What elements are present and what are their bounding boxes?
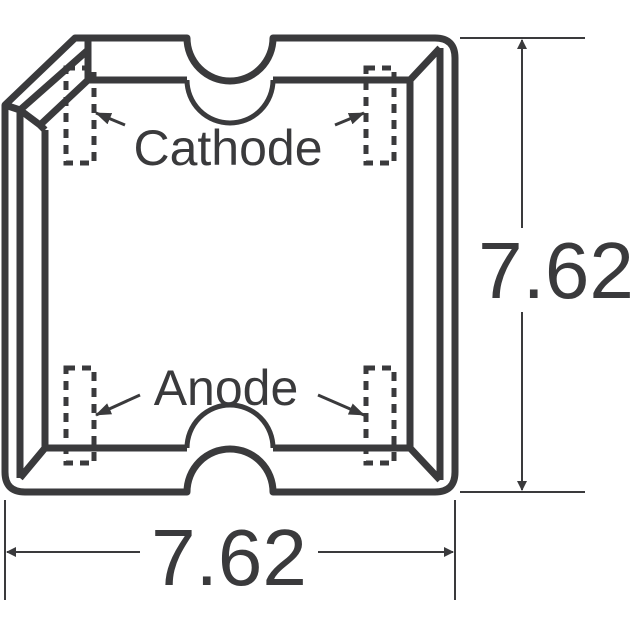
width-dimension bbox=[4, 500, 456, 600]
height-dimension-label: 7.62 bbox=[478, 226, 634, 315]
width-dimension-label: 7.62 bbox=[151, 513, 307, 602]
terminal-pads bbox=[63, 65, 397, 466]
anode-pad-left bbox=[63, 365, 97, 466]
height-dimension bbox=[460, 37, 585, 493]
anode-pad-right bbox=[363, 365, 397, 466]
cathode-label: Cathode bbox=[133, 120, 322, 176]
anode-label: Anode bbox=[154, 360, 299, 416]
leader-arrows bbox=[95, 111, 365, 417]
cathode-pad-right bbox=[363, 65, 397, 166]
package-outline bbox=[1, 34, 459, 496]
cathode-pad-left bbox=[63, 65, 97, 166]
